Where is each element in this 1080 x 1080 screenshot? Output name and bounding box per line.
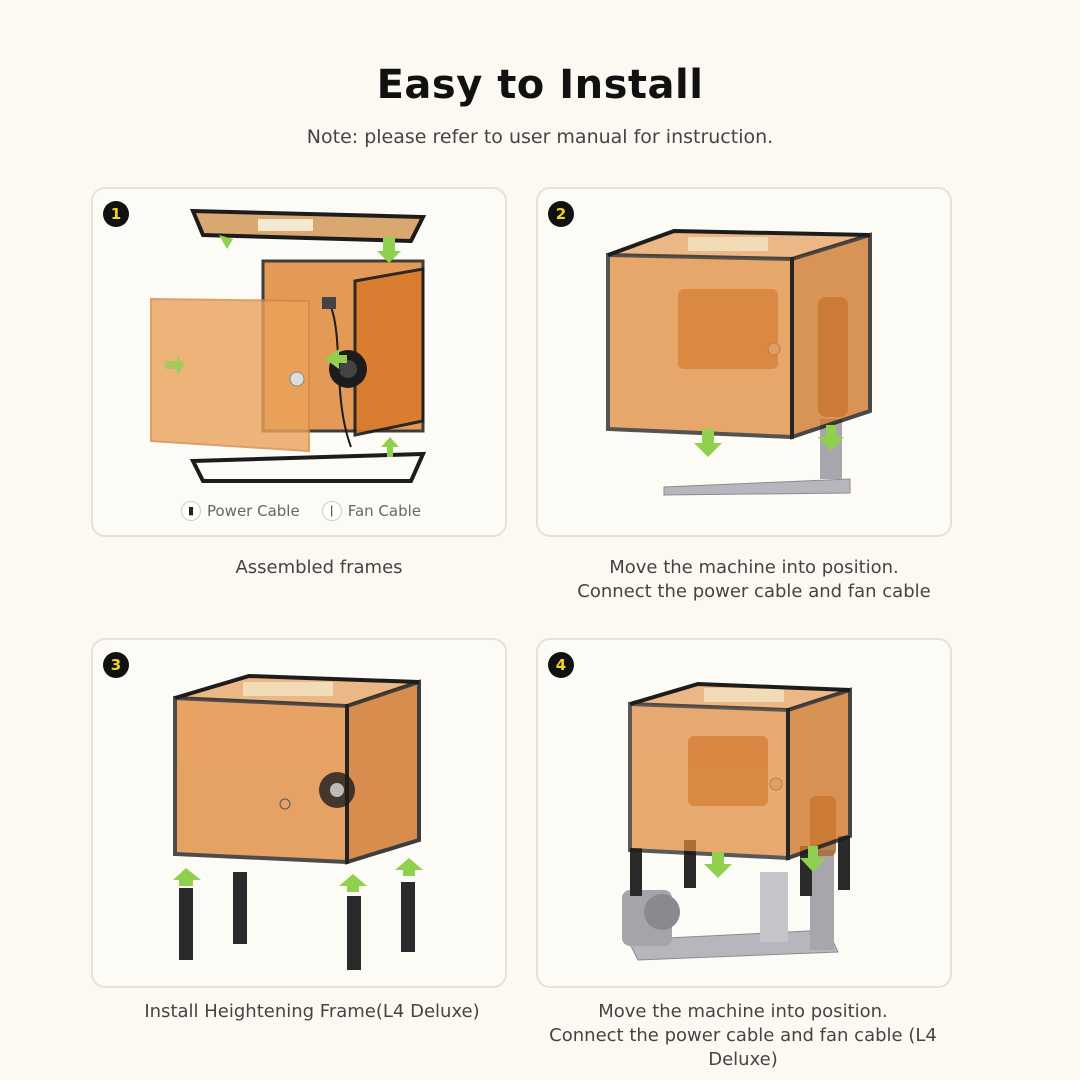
step-3-caption: Install Heightening Frame(L4 Deluxe) <box>82 1000 542 1024</box>
step-1-card: 1 ▮ Power Cable ❘ Fan Cable <box>91 187 507 537</box>
step-4-caption: Move the machine into position. Connect … <box>513 1000 973 1072</box>
step-2-caption-line-1: Move the machine into position. <box>609 557 899 578</box>
legend-power-label: Power Cable <box>206 502 300 520</box>
step-4-card: 4 <box>536 638 952 988</box>
cable-legend: ▮ Power Cable ❘ Fan Cable <box>93 501 505 521</box>
fan-plug-icon: ❘ <box>321 501 342 521</box>
step-2-illustration <box>606 228 872 496</box>
step-3-card: 3 <box>91 638 507 988</box>
step-4-badge: 4 <box>548 652 574 678</box>
step-4-caption-line-2: Connect the power cable and fan cable (L… <box>549 1025 937 1070</box>
legend-fan-label: Fan Cable <box>347 502 421 520</box>
step-2-caption: Move the machine into position. Connect … <box>524 556 984 604</box>
step-4-caption-line-1: Move the machine into position. <box>598 1001 888 1022</box>
step-2-badge: 2 <box>548 201 574 227</box>
step-2-caption-line-2: Connect the power cable and fan cable <box>577 581 931 602</box>
page-title: Easy to Install <box>376 62 704 108</box>
step-3-illustration <box>173 673 423 970</box>
step-3-caption-line-1: Install Heightening Frame(L4 Deluxe) <box>144 1001 480 1022</box>
install-note: Note: please refer to user manual for in… <box>306 126 774 148</box>
step-3-badge: 3 <box>103 652 129 678</box>
step-4-illustration <box>622 681 852 961</box>
step-1-caption: Assembled frames <box>89 556 549 580</box>
step-1-illustration <box>150 208 427 483</box>
legend-power-cable: ▮ Power Cable <box>180 501 300 521</box>
step-1-badge: 1 <box>103 201 129 227</box>
step-1-caption-line-1: Assembled frames <box>235 557 403 578</box>
legend-fan-cable: ❘ Fan Cable <box>321 501 421 521</box>
power-plug-icon: ▮ <box>180 501 201 521</box>
step-2-card: 2 <box>536 187 952 537</box>
